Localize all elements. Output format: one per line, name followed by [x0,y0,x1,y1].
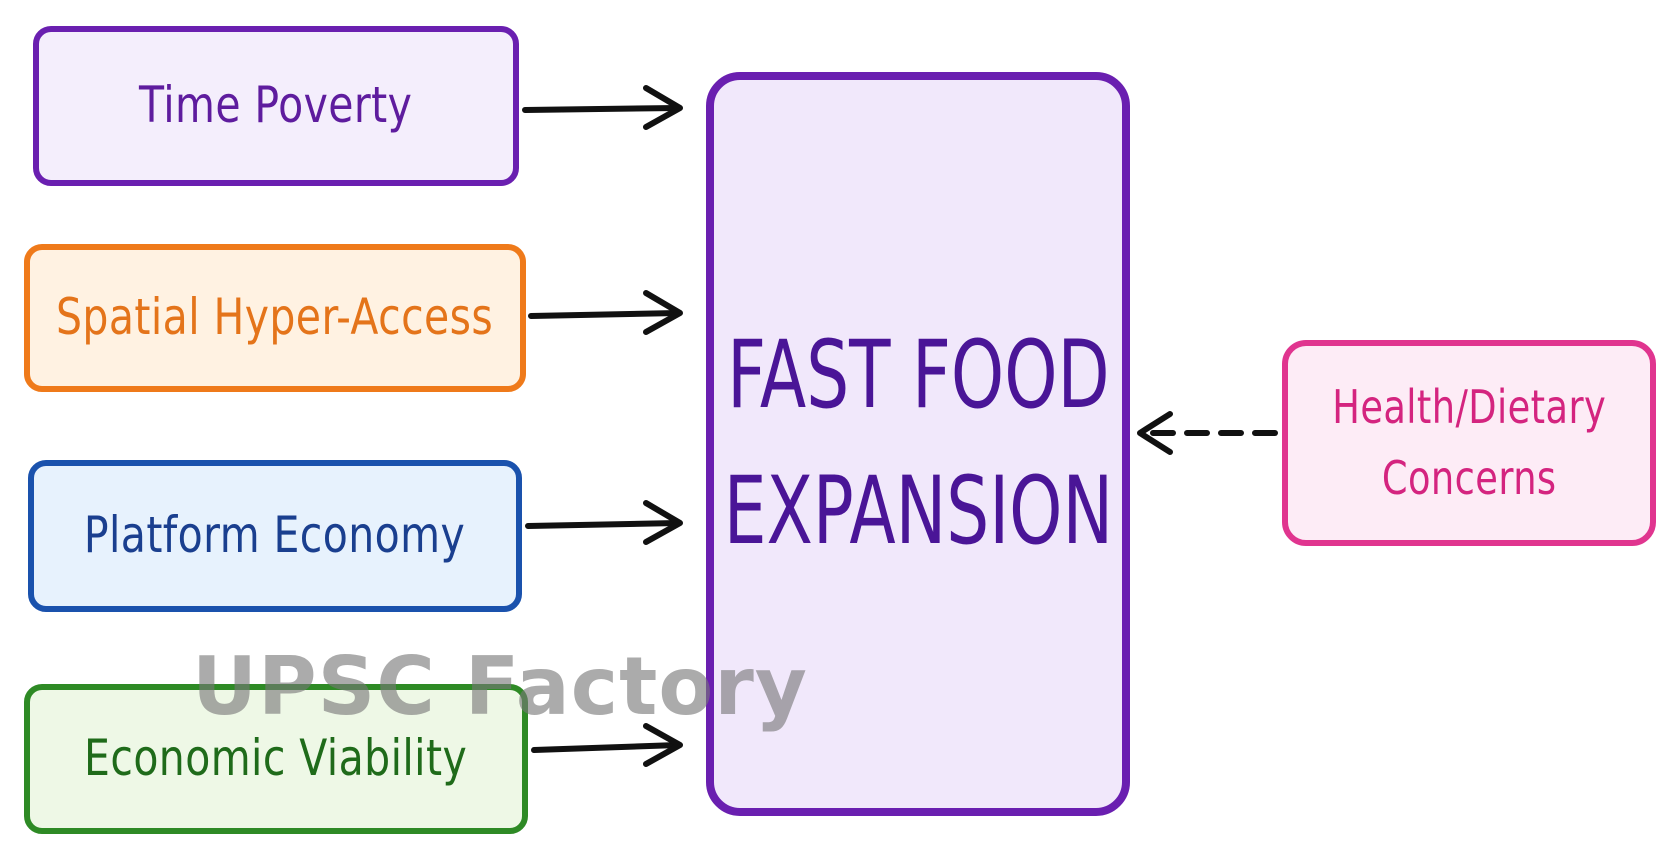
driver-label-time-poverty: Time Poverty [139,76,413,135]
driver-box-platform-economy: Platform Economy [28,460,522,612]
arrow-time-to-center [522,85,683,130]
center-box-fast-food-expansion: FAST FOOD EXPANSION [706,72,1130,816]
counterforce-label: Health/Dietary Concerns [1332,372,1606,515]
driver-label-platform-economy: Platform Economy [84,506,466,565]
counterforce-label-line-2: Concerns [1381,451,1557,505]
center-label: FAST FOOD EXPANSION [723,308,1112,581]
counterforce-box-health-dietary: Health/Dietary Concerns [1282,340,1656,546]
counterforce-label-line-1: Health/Dietary [1332,379,1606,434]
arrow-platform-to-center [525,500,683,545]
arrow-economic-to-center [531,723,683,767]
center-label-line-2: EXPANSION [723,457,1113,566]
driver-label-spatial-hyper-access: Spatial Hyper-Access [56,288,494,347]
center-label-line-1: FAST FOOD [726,320,1110,430]
driver-box-time-poverty: Time Poverty [33,26,519,186]
watermark-text: UPSC Factory [192,640,808,733]
driver-box-spatial-hyper-access: Spatial Hyper-Access [24,244,526,392]
driver-box-economic-viability: Economic Viability [24,684,528,834]
arrow-health-to-center [1137,411,1278,455]
driver-label-economic-viability: Economic Viability [84,729,468,788]
arrow-spatial-to-center [528,290,683,335]
